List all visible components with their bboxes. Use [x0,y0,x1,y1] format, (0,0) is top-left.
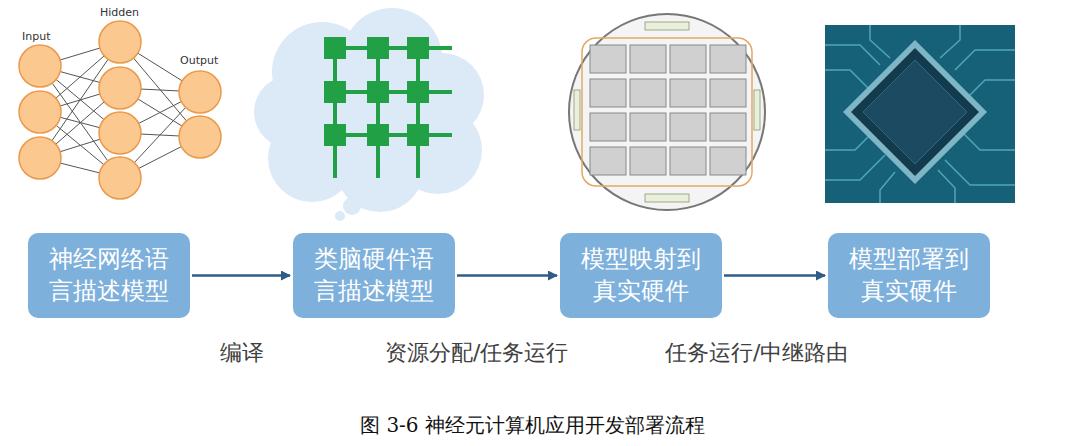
layer-label: Output [180,54,218,67]
figure-caption: 图 3-6 神经元计算机应用开发部署流程 [0,412,1065,439]
step-label: 编译 [220,338,264,368]
process-box: 类脑硬件语言描述模型 [293,233,455,318]
box-text: 神经网络语言描述模型 [45,244,172,306]
step-label: 资源分配/任务运行 [385,338,568,368]
cloud-figure [254,8,484,221]
process-box: 神经网络语言描述模型 [28,233,190,318]
flow-arrow [457,274,557,277]
process-box: 模型映射到真实硬件 [560,233,722,318]
flow-arrow [724,274,825,277]
chip-figure [825,25,1015,203]
flow-arrow [192,274,290,277]
neural-net-figure [19,21,221,199]
box-text: 模型映射到真实硬件 [577,244,704,306]
process-box: 模型部署到真实硬件 [828,233,990,318]
box-text: 模型部署到真实硬件 [845,244,972,306]
wafer-figure [569,14,765,210]
step-label: 任务运行/中继路由 [665,338,848,368]
layer-label: Hidden [100,6,139,19]
box-text: 类脑硬件语言描述模型 [310,244,437,306]
layer-label: Input [22,30,50,43]
